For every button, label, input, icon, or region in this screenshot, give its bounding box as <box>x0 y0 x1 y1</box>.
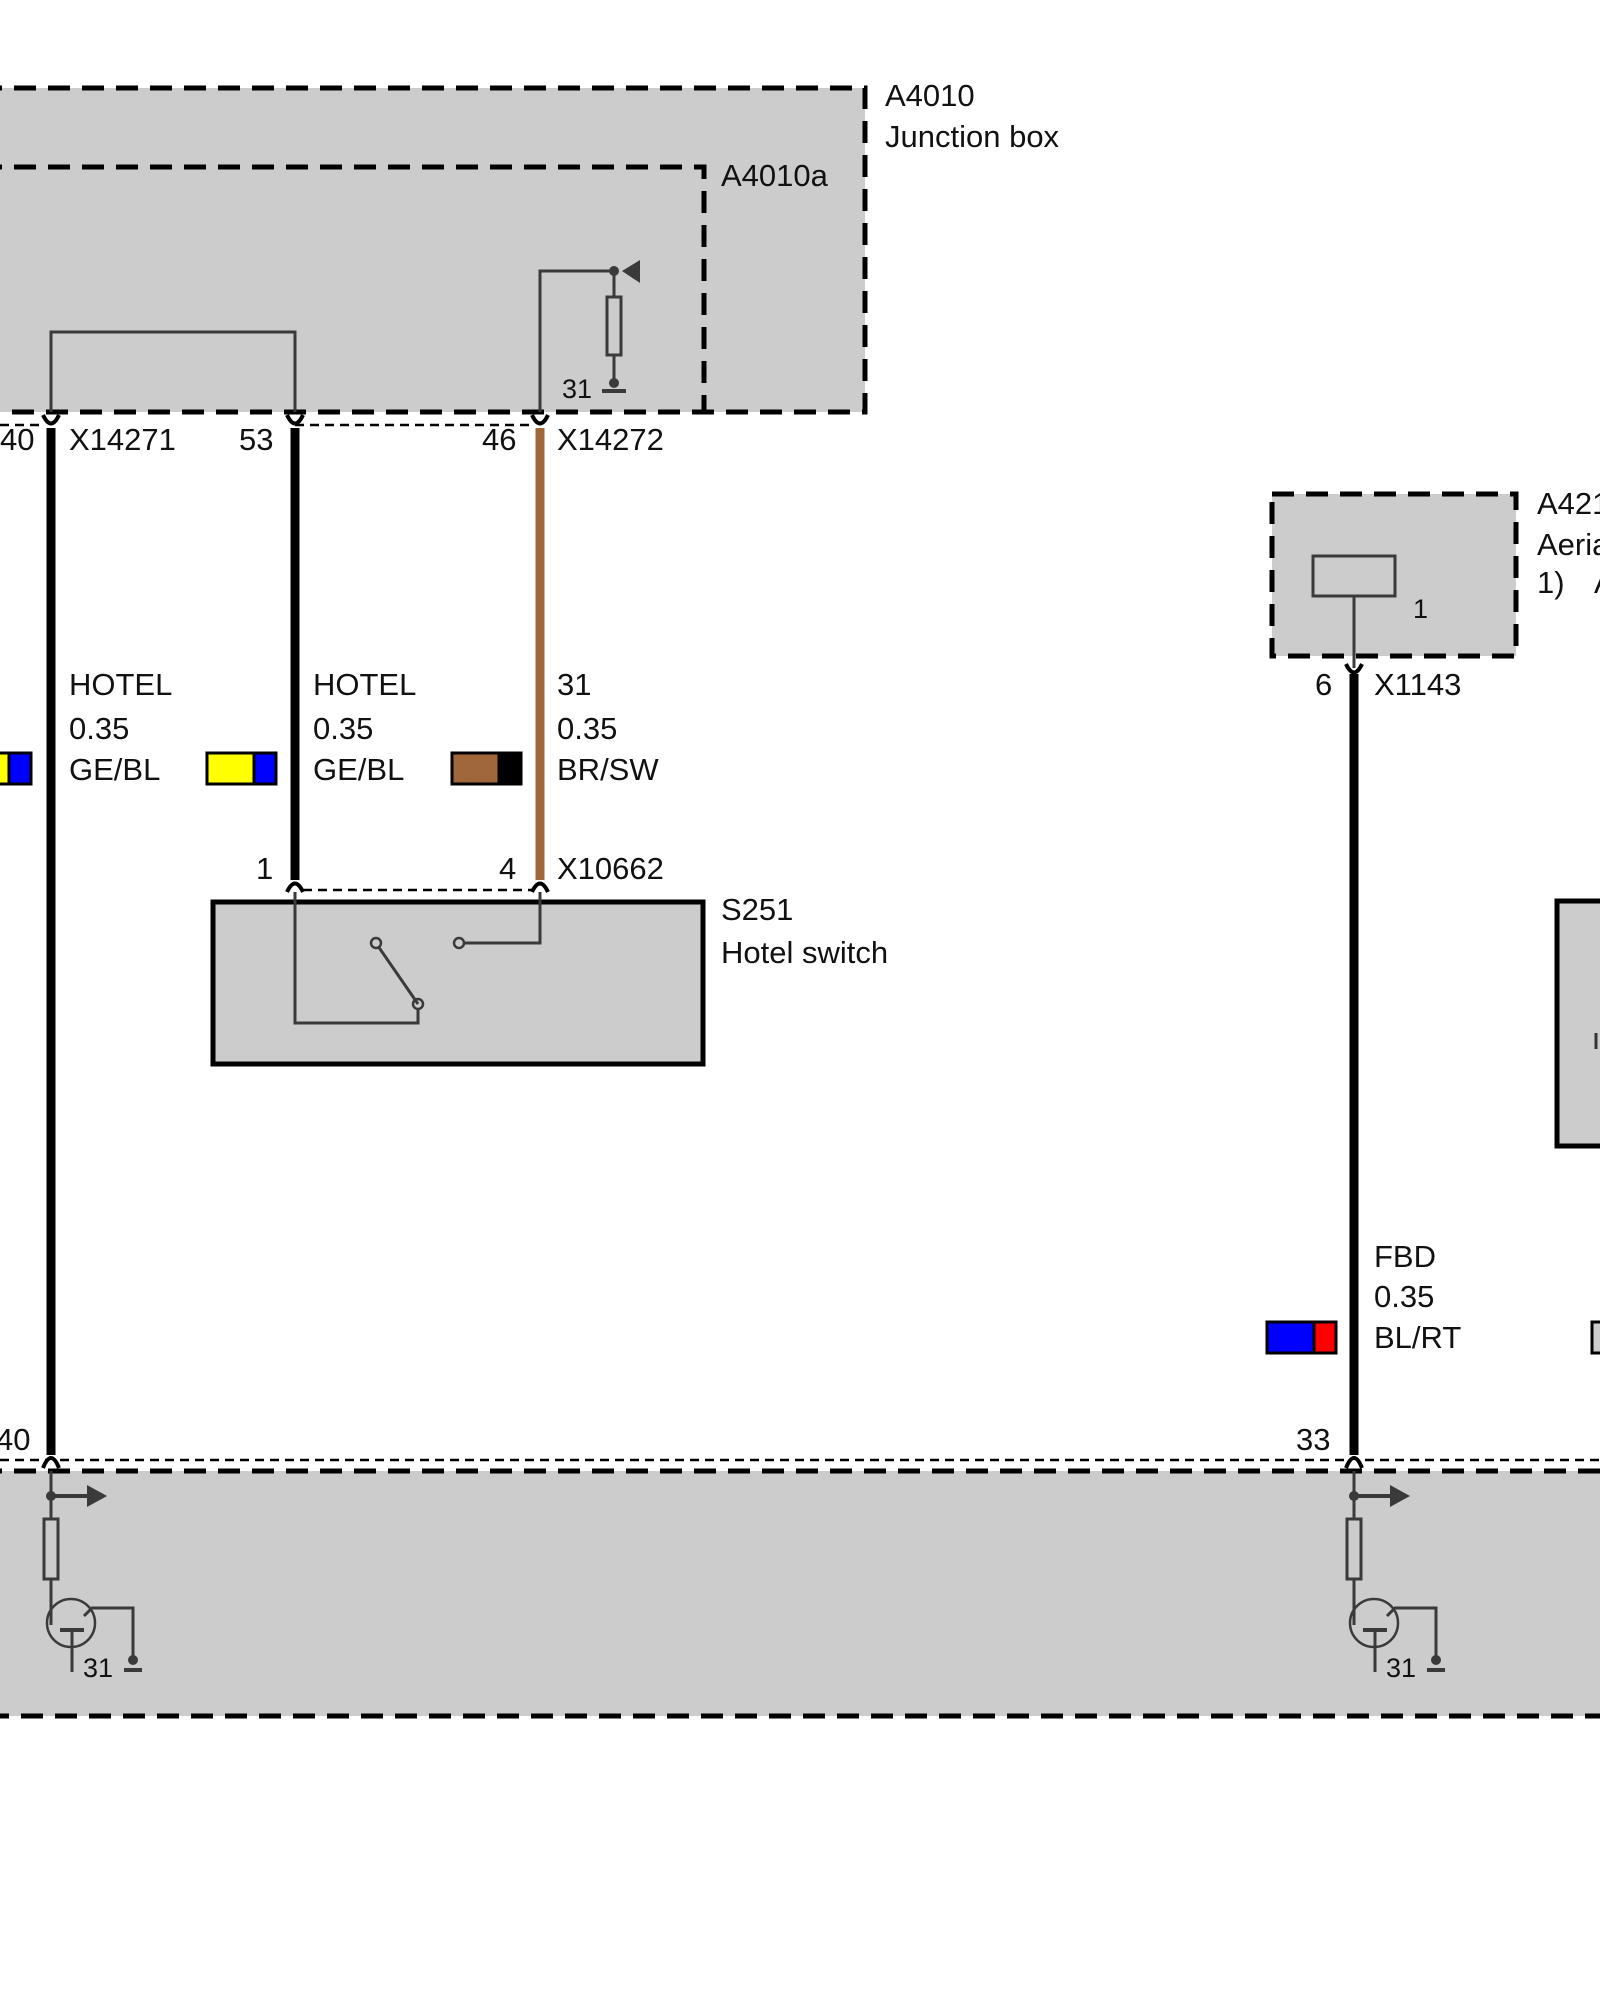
switch-id: S251 <box>721 892 793 927</box>
svg-text:FBD: FBD <box>1374 1239 1436 1274</box>
wire-label-1: HOTEL 0.35 GE/BL <box>0 667 172 787</box>
pin-46: 46 <box>482 422 516 457</box>
signal-arrow-icon <box>622 260 640 283</box>
aerial-note-tail: A <box>1594 565 1600 600</box>
wire-hotel-2[interactable] <box>285 414 305 880</box>
sub-box-a4010a <box>0 164 707 412</box>
wire-label-3: 31 0.35 BR/SW <box>450 667 659 787</box>
sub-box-id: A4010a <box>721 158 829 193</box>
svg-text:31: 31 <box>83 1653 113 1683</box>
pin-6: 6 <box>1315 667 1332 702</box>
connector-x1143: X1143 <box>1374 667 1461 702</box>
arrow-icon <box>1390 1485 1410 1507</box>
control-module[interactable] <box>0 1468 1600 1719</box>
aerial-name: Aeria <box>1537 527 1600 562</box>
junction-box-name: Junction box <box>885 119 1060 154</box>
svg-text:0.35: 0.35 <box>69 711 129 746</box>
internal-bridge <box>49 330 297 412</box>
pin-4: 4 <box>499 851 516 886</box>
pin-1: 1 <box>256 851 273 886</box>
svg-text:HOTEL: HOTEL <box>313 667 416 702</box>
ground-icon <box>1431 1655 1441 1665</box>
pin-40-bottom: 40 <box>0 1422 30 1457</box>
connector-x10662: X10662 <box>557 851 664 886</box>
svg-text:GE/BL: GE/BL <box>313 752 404 787</box>
ground-icon <box>609 378 619 388</box>
hotel-switch-s251[interactable] <box>210 899 706 1067</box>
color-swatch <box>205 751 256 786</box>
color-swatch-partial <box>1590 1320 1600 1355</box>
switch-name: Hotel switch <box>721 935 888 970</box>
internal-line <box>538 269 614 412</box>
wire-hotel-1[interactable] <box>41 414 61 1455</box>
color-swatch <box>450 751 501 786</box>
wire-31[interactable] <box>530 414 550 880</box>
output-stage-right: 31 <box>1345 1471 1445 1683</box>
ground-label: 31 <box>562 374 592 404</box>
aerial-id: A421 <box>1537 486 1600 521</box>
svg-text:HOTEL: HOTEL <box>69 667 172 702</box>
junction-box-a4010[interactable] <box>0 85 868 415</box>
junction-box-id: A4010 <box>885 78 975 113</box>
svg-text:BR/SW: BR/SW <box>557 752 659 787</box>
aerial-pin: 1 <box>1413 594 1428 624</box>
svg-text:0.35: 0.35 <box>313 711 373 746</box>
connector-x14271: X14271 <box>69 422 176 457</box>
wire-label-2: HOTEL 0.35 GE/BL <box>205 667 416 787</box>
wire-label-fbd: FBD 0.35 BL/RT <box>1265 1239 1461 1355</box>
ground-icon <box>128 1655 138 1665</box>
output-stage-left: 31 <box>42 1471 142 1683</box>
right-component[interactable] <box>1554 898 1600 1149</box>
svg-text:0.35: 0.35 <box>1374 1279 1434 1314</box>
pin-33-bottom: 33 <box>1296 1422 1330 1457</box>
switch-icon <box>293 892 542 1025</box>
svg-text:GE/BL: GE/BL <box>69 752 160 787</box>
svg-text:BL/RT: BL/RT <box>1374 1320 1461 1355</box>
svg-text:0.35: 0.35 <box>557 711 617 746</box>
pin-40: 40 <box>0 422 34 457</box>
arrow-icon <box>87 1485 107 1507</box>
svg-text:31: 31 <box>557 667 591 702</box>
aerial-note: 1) <box>1537 565 1565 600</box>
pin-53: 53 <box>239 422 273 457</box>
connector-x14272: X14272 <box>557 422 664 457</box>
color-swatch <box>1265 1320 1316 1355</box>
svg-text:31: 31 <box>1386 1653 1416 1683</box>
